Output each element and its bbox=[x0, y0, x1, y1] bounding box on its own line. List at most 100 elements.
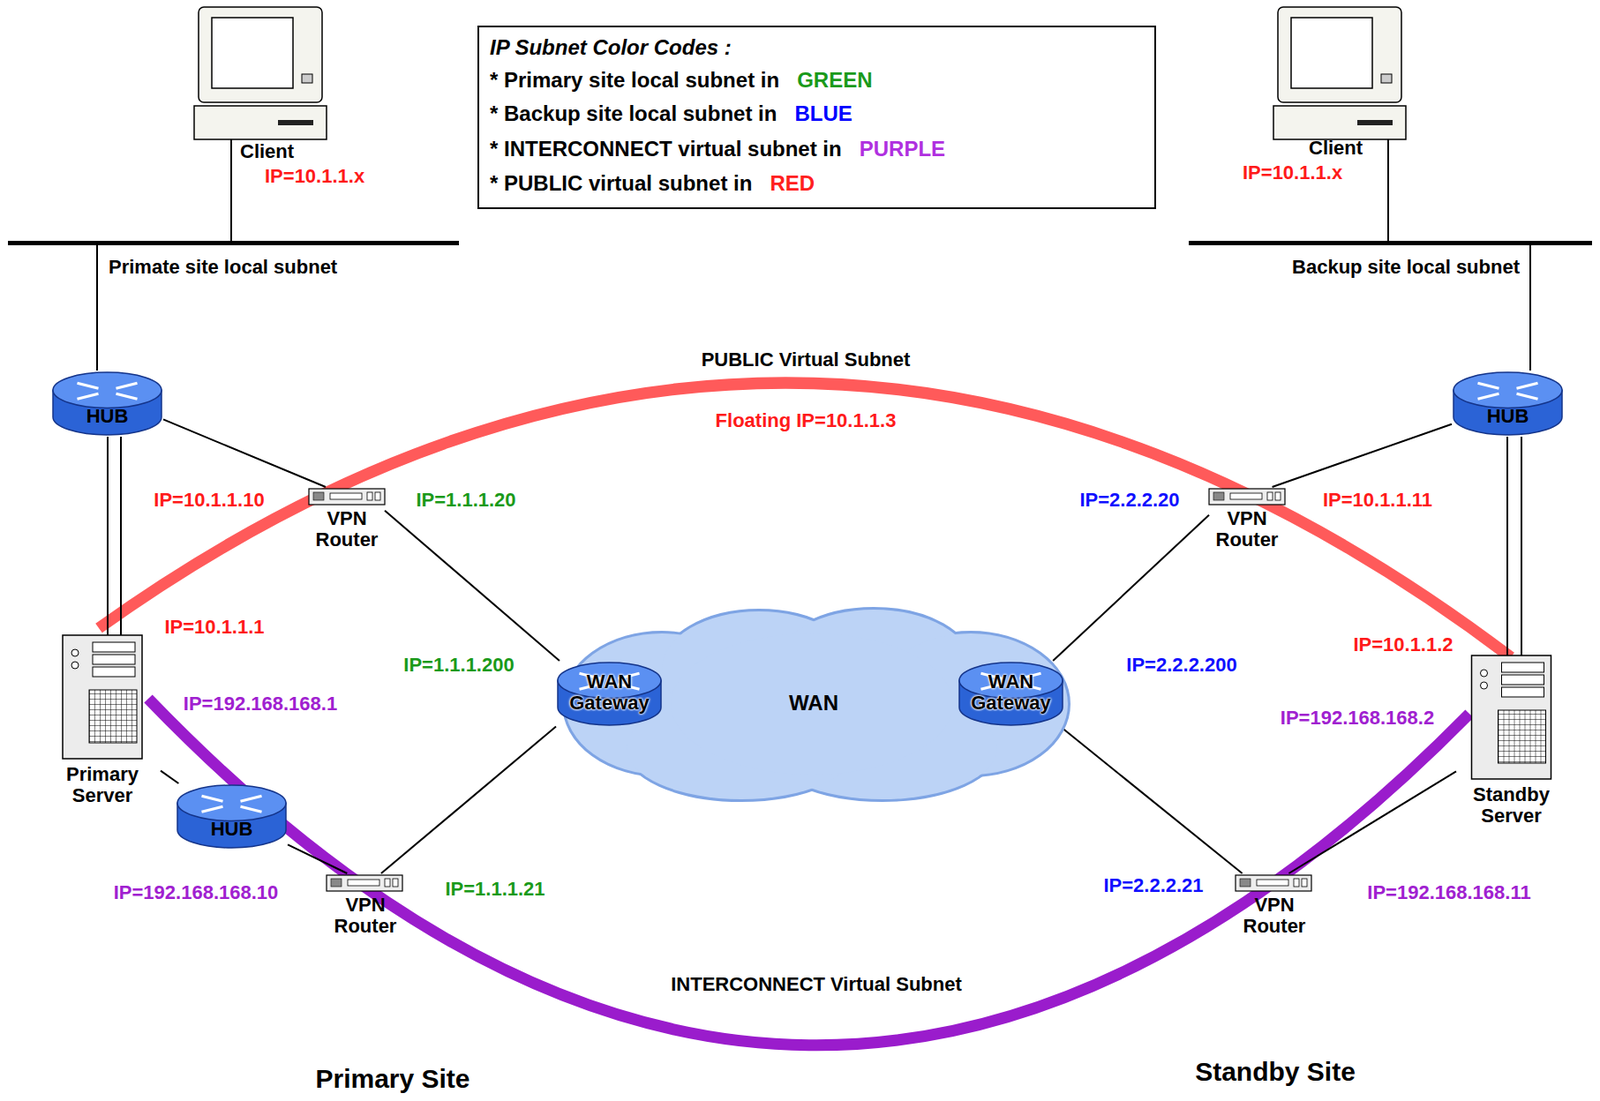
device-port-bank bbox=[347, 879, 380, 887]
hub-router: HUB bbox=[175, 783, 288, 850]
legend-row: * Backup site local subnet inBLUE bbox=[489, 102, 853, 126]
legend-color-word: RED bbox=[769, 172, 815, 196]
ip-label: IP=192.168.168.2 bbox=[1277, 707, 1437, 729]
network-link bbox=[230, 196, 233, 241]
device-port bbox=[1301, 878, 1308, 887]
node-label: VPN Router bbox=[318, 894, 413, 938]
legend-color-word: GREEN bbox=[796, 68, 872, 92]
ip-label: IP=10.1.1.11 bbox=[1320, 489, 1435, 511]
legend-box: IP Subnet Color Codes :* Primary site lo… bbox=[477, 25, 1157, 210]
button bbox=[301, 74, 313, 83]
ip-label: Floating IP=10.1.1.3 bbox=[713, 410, 900, 432]
vpn-router: VPN Router bbox=[1209, 487, 1285, 556]
wan-gateway: WAN Gateway bbox=[555, 661, 663, 728]
ip-label: IP=1.1.1.21 bbox=[442, 878, 548, 901]
router-arrow bbox=[77, 383, 99, 389]
vpn-device bbox=[1235, 875, 1312, 892]
network-link bbox=[384, 510, 560, 662]
router-arrow bbox=[116, 383, 138, 389]
hub-icon bbox=[175, 783, 288, 850]
network-link bbox=[106, 436, 109, 636]
router-arrow bbox=[116, 393, 138, 399]
site-title: Standby Site bbox=[1192, 1057, 1359, 1087]
ip-label: IP=1.1.1.20 bbox=[413, 489, 519, 511]
router-arrow bbox=[1478, 383, 1500, 389]
parallel-wire bbox=[120, 436, 122, 636]
keyboard-base bbox=[1273, 105, 1406, 140]
network-link bbox=[381, 727, 556, 874]
device-port bbox=[384, 878, 391, 887]
router-arrow bbox=[1478, 393, 1500, 399]
power-button bbox=[71, 661, 79, 669]
drive-bay bbox=[92, 654, 136, 665]
device-port bbox=[1267, 492, 1273, 501]
vpn-device bbox=[308, 488, 385, 505]
node-label: VPN Router bbox=[1227, 894, 1322, 938]
router-arrow bbox=[240, 806, 263, 812]
router-arrow bbox=[202, 806, 224, 812]
power-button bbox=[71, 649, 79, 657]
stem-wire bbox=[1387, 139, 1390, 197]
drive-bay bbox=[1502, 662, 1545, 673]
cloud-outline bbox=[670, 633, 954, 775]
ip-label: IP=2.2.2.20 bbox=[1076, 489, 1182, 511]
drive-slot bbox=[277, 120, 314, 126]
parallel-wire bbox=[1520, 436, 1523, 656]
ip-label: IP=192.168.168.10 bbox=[111, 882, 282, 904]
network-link bbox=[1052, 515, 1210, 662]
router-arrow bbox=[202, 796, 224, 802]
subnet-band: Backup site local subnet bbox=[1188, 240, 1593, 246]
vpn-router: VPN Router bbox=[308, 487, 385, 556]
network-link bbox=[96, 245, 98, 371]
node-label: IP=10.1.1.x bbox=[264, 165, 365, 188]
cloud-fill bbox=[670, 633, 954, 775]
legend-text: * PUBLIC virtual subnet in bbox=[489, 172, 752, 196]
network-link bbox=[1506, 436, 1509, 656]
client-computer: ClientIP=10.1.1.x bbox=[1235, 7, 1413, 197]
vpn-device bbox=[1209, 488, 1285, 505]
legend-text: * Primary site local subnet in bbox=[489, 68, 780, 92]
hub-router: HUB bbox=[51, 370, 164, 437]
legend-row: * PUBLIC virtual subnet in RED bbox=[489, 172, 815, 196]
button bbox=[1381, 74, 1392, 83]
vent-grid bbox=[1498, 710, 1547, 764]
node-label: IP=10.1.1.x bbox=[1242, 162, 1343, 184]
node-label: VPN Router bbox=[1200, 508, 1294, 551]
vpn-device bbox=[326, 875, 403, 892]
vpn-router: VPN Router bbox=[1235, 873, 1314, 945]
wan-gateway: WAN Gateway bbox=[957, 661, 1065, 728]
server: Primary Server bbox=[44, 635, 161, 821]
server-tower bbox=[1472, 655, 1552, 780]
drive-bay bbox=[92, 667, 136, 677]
device-port-bank bbox=[1256, 879, 1289, 887]
network-link bbox=[287, 844, 347, 874]
wan-cloud: WANWAN GatewayWAN Gateway bbox=[555, 607, 1072, 802]
hub-icon bbox=[51, 370, 164, 437]
ip-label: IP=192.168.168.1 bbox=[180, 693, 340, 715]
cylinder-top bbox=[1453, 372, 1563, 409]
device-led bbox=[1239, 878, 1251, 887]
device-port bbox=[392, 878, 399, 887]
device-led bbox=[313, 492, 324, 501]
client-computer: ClientIP=10.1.1.x bbox=[194, 7, 402, 197]
server: Standby Server bbox=[1456, 655, 1567, 837]
node-label: Client bbox=[1308, 137, 1363, 159]
monitor bbox=[198, 7, 323, 103]
network-link bbox=[1272, 424, 1452, 488]
node-label: VPN Router bbox=[300, 508, 394, 551]
network-link bbox=[160, 771, 179, 784]
router-arrow bbox=[77, 393, 99, 399]
router-arrow bbox=[1517, 383, 1539, 389]
ip-label: IP=2.2.2.21 bbox=[1100, 875, 1206, 897]
ip-label: INTERCONNECT Virtual Subnet bbox=[668, 974, 965, 996]
ip-label: IP=10.1.1.2 bbox=[1350, 634, 1456, 656]
drive-bay bbox=[1502, 687, 1545, 698]
power-button bbox=[1480, 669, 1488, 677]
screen bbox=[211, 17, 293, 89]
node-label: HUB bbox=[175, 818, 288, 841]
keyboard-base bbox=[194, 105, 327, 140]
node-label: WAN Gateway bbox=[957, 671, 1065, 714]
network-link bbox=[163, 419, 326, 488]
